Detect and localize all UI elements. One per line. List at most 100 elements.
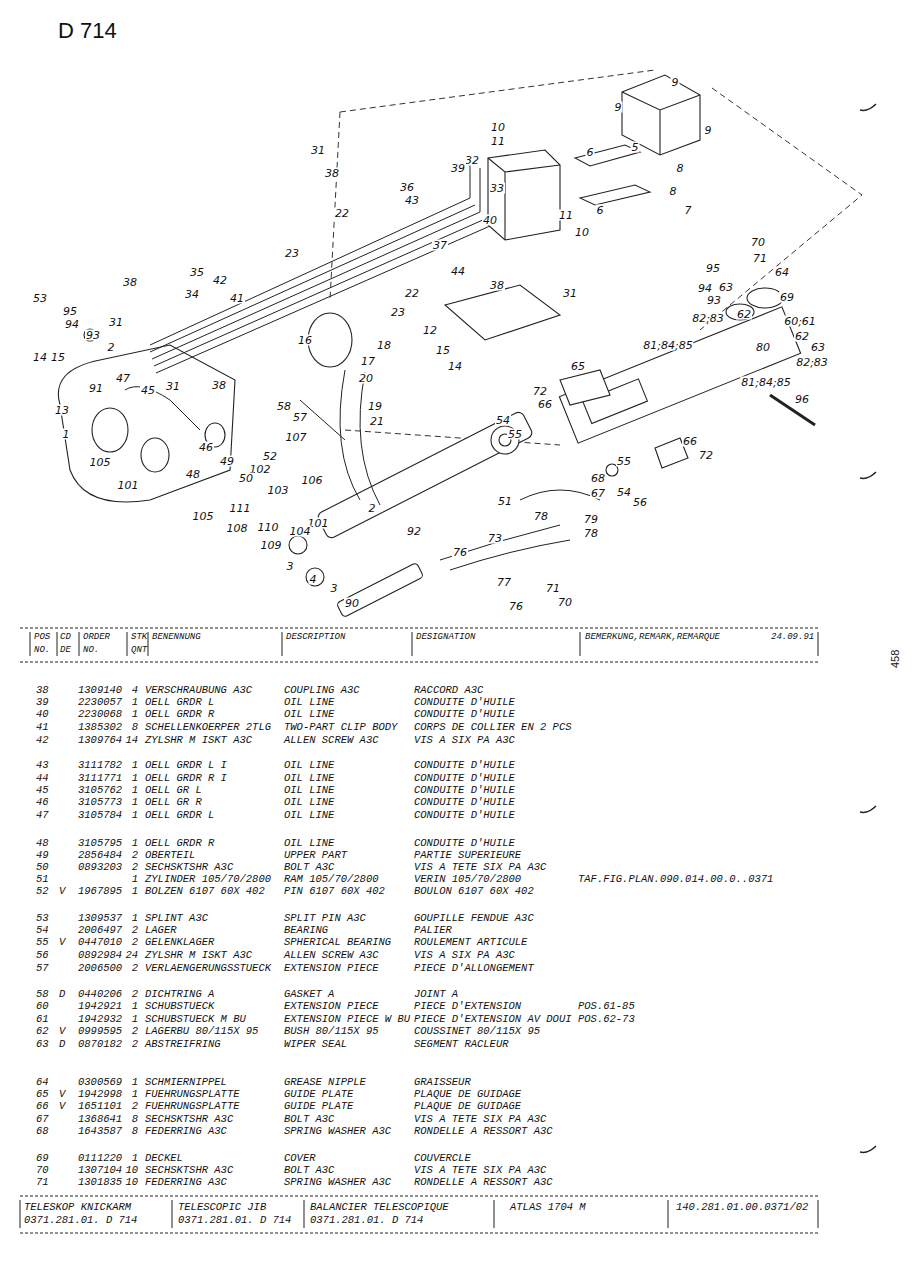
table-cell: 3105784	[78, 809, 122, 821]
table-cell: PLAQUE DE GUIDAGE	[414, 1088, 521, 1100]
callout-number: 3	[286, 561, 295, 572]
quantity-cell: 8	[132, 721, 138, 733]
callout-number: 72	[698, 450, 714, 461]
table-cell: DICHTRING A	[145, 988, 214, 1000]
callout-number: 16	[297, 335, 313, 346]
callout-number: 107	[285, 432, 308, 443]
callout-number: 101	[117, 480, 140, 491]
callout-number: 47	[115, 373, 131, 384]
jib-parts-part	[445, 285, 560, 340]
table-cell: 53	[36, 912, 49, 924]
oil-lines-part	[125, 387, 200, 430]
oil-lines-part	[450, 540, 570, 570]
callout-number: 55	[616, 456, 632, 467]
table-cell: CORPS DE COLLIER EN 2 PCS	[414, 721, 572, 733]
table-cell: EXTENSION PIECE	[284, 1000, 379, 1012]
table-cell: JOINT A	[414, 988, 458, 1000]
callout-number: 12	[422, 325, 438, 336]
table-cell: 2230068	[78, 708, 122, 720]
table-rules-part	[20, 662, 820, 663]
callout-number: 66	[537, 399, 553, 410]
callout-number: 79	[583, 514, 599, 525]
callout-number: 62	[794, 331, 810, 342]
table-cell: 58	[36, 988, 49, 1000]
table-cell: 0300569	[78, 1076, 122, 1088]
margin-marks-part	[860, 806, 876, 812]
page-title: D 714	[58, 18, 117, 44]
callout-number: 4	[309, 574, 318, 585]
table-header: ORDER	[83, 632, 110, 643]
callout-number: 9	[671, 77, 680, 88]
table-cell: RONDELLE A RESSORT A3C	[414, 1125, 553, 1137]
callout-number: 57	[292, 412, 308, 423]
callout-number: 3	[330, 583, 339, 594]
callout-number: 70	[750, 237, 766, 248]
quantity-cell: 1	[132, 1076, 138, 1088]
table-cell: POS.62-73	[578, 1013, 635, 1025]
callout-number: 94	[697, 283, 713, 294]
table-cell: 40	[36, 708, 49, 720]
quantity-cell: 2	[132, 988, 138, 1000]
callout-number: 13	[54, 405, 70, 416]
table-cell: ZYLINDER 105/70/2800	[145, 873, 271, 885]
callout-number: 44	[450, 266, 466, 277]
margin-marks	[860, 104, 876, 1152]
table-cell: 1651101	[78, 1100, 122, 1112]
quantity-cell: 1	[132, 784, 138, 796]
callout-number: 93	[706, 295, 722, 306]
table-header: DESIGNATION	[416, 632, 475, 643]
callout-number: 49	[219, 456, 235, 467]
jib-parts-part	[559, 307, 800, 443]
quantity-cell: 2	[132, 924, 138, 936]
table-cell: COUVERCLE	[414, 1152, 471, 1164]
callout-number: 18	[376, 340, 392, 351]
callout-number: 90	[344, 598, 360, 609]
oil-lines-part	[152, 212, 480, 359]
callout-number: 60;61	[783, 316, 817, 327]
table-cell: BOLT A3C	[284, 861, 334, 873]
callout-number: 7	[684, 205, 693, 216]
table-cell: 1643587	[78, 1125, 122, 1137]
table-cell: 39	[36, 696, 49, 708]
table-cell: V	[59, 1025, 65, 1037]
table-cell: GELENKLAGER	[145, 936, 214, 948]
jib-parts-part	[622, 92, 700, 155]
table-cell: CONDUITE D'HUILE	[414, 809, 515, 821]
table-cell: 55	[36, 936, 49, 948]
table-cell: 3105762	[78, 784, 122, 796]
column-separators	[20, 632, 818, 1228]
quantity-cell: 4	[132, 684, 138, 696]
table-cell: OIL LINE	[284, 696, 334, 708]
table-cell: SECHSKTSHR A3C	[145, 1113, 233, 1125]
footer-cell: 140.281.01.00.0371/02	[676, 1201, 808, 1213]
callout-number: 17	[360, 356, 376, 367]
table-cell: 68	[36, 1125, 49, 1137]
callout-number: 71	[752, 253, 768, 264]
table-cell: 38	[36, 684, 49, 696]
table-header: QNT	[131, 645, 147, 656]
callout-number: 38	[324, 168, 340, 179]
table-cell: SPHERICAL BEARING	[284, 936, 391, 948]
callout-number: 34	[184, 289, 200, 300]
table-cell: EXTENSION PIECE	[284, 962, 379, 974]
table-cell: OIL LINE	[284, 809, 334, 821]
table-cell: 64	[36, 1076, 49, 1088]
jib-parts-part	[308, 313, 352, 367]
table-cell: 57	[36, 962, 49, 974]
table-cell: UPPER PART	[284, 849, 347, 861]
quantity-cell: 2	[132, 962, 138, 974]
quantity-cell: 1	[132, 1152, 138, 1164]
callout-number: 33	[489, 183, 505, 194]
table-cell: 2006497	[78, 924, 122, 936]
callout-number: 111	[229, 503, 252, 514]
outline-dashed-part	[700, 88, 862, 330]
table-cell: V	[59, 936, 65, 948]
table-cell: CONDUITE D'HUILE	[414, 759, 515, 771]
callout-number: 91	[88, 383, 104, 394]
table-cell: 3111782	[78, 759, 122, 771]
quantity-cell: 10	[125, 1164, 138, 1176]
table-cell: 0893203	[78, 861, 122, 873]
callout-number: 78	[583, 528, 599, 539]
callout-number: 8	[676, 163, 685, 174]
table-cell: 71	[36, 1176, 49, 1188]
